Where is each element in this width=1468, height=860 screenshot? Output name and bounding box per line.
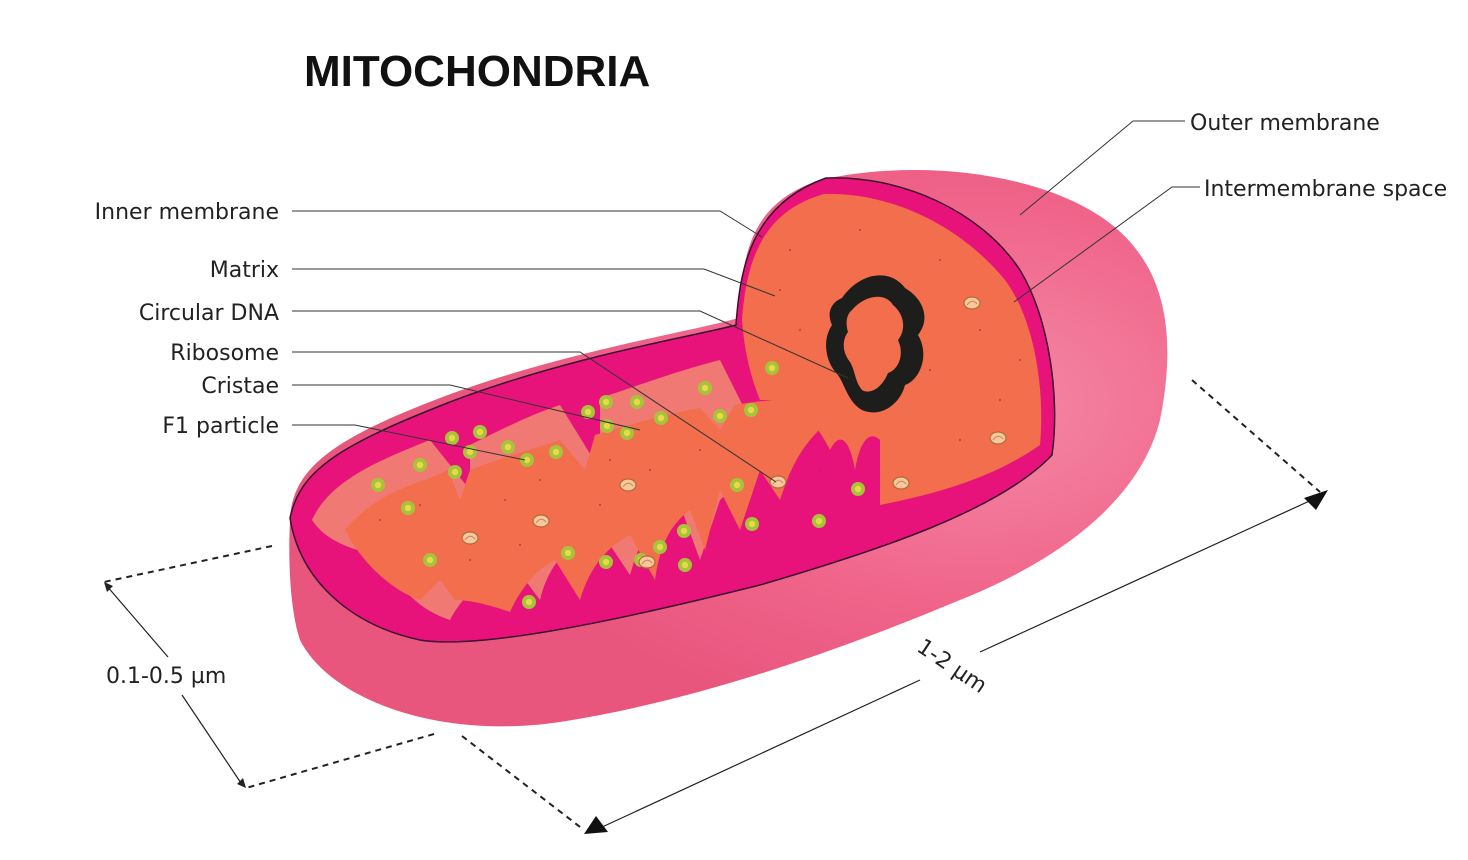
label-matrix: Matrix xyxy=(210,258,279,283)
label-inner-membrane: Inner membrane xyxy=(95,200,279,225)
dimension-length-label: 1-2 µm xyxy=(912,634,991,699)
dimension-width-label: 0.1-0.5 µm xyxy=(106,664,226,689)
label-circular-dna: Circular DNA xyxy=(139,301,279,326)
label-ribosome: Ribosome xyxy=(170,341,279,366)
matrix-long xyxy=(345,395,835,612)
dimension-width xyxy=(103,545,435,789)
label-outer-membrane: Outer membrane xyxy=(1190,111,1380,136)
label-cristae: Cristae xyxy=(201,374,279,399)
dimension-length xyxy=(461,379,1328,834)
label-intermembrane-space: Intermembrane space xyxy=(1204,177,1447,202)
leader-lines xyxy=(292,120,1200,483)
page-title: MITOCHONDRIA xyxy=(304,47,650,96)
label-f1-particle: F1 particle xyxy=(162,414,279,439)
circular-dna xyxy=(826,275,925,413)
matrix-granules xyxy=(379,229,1021,561)
